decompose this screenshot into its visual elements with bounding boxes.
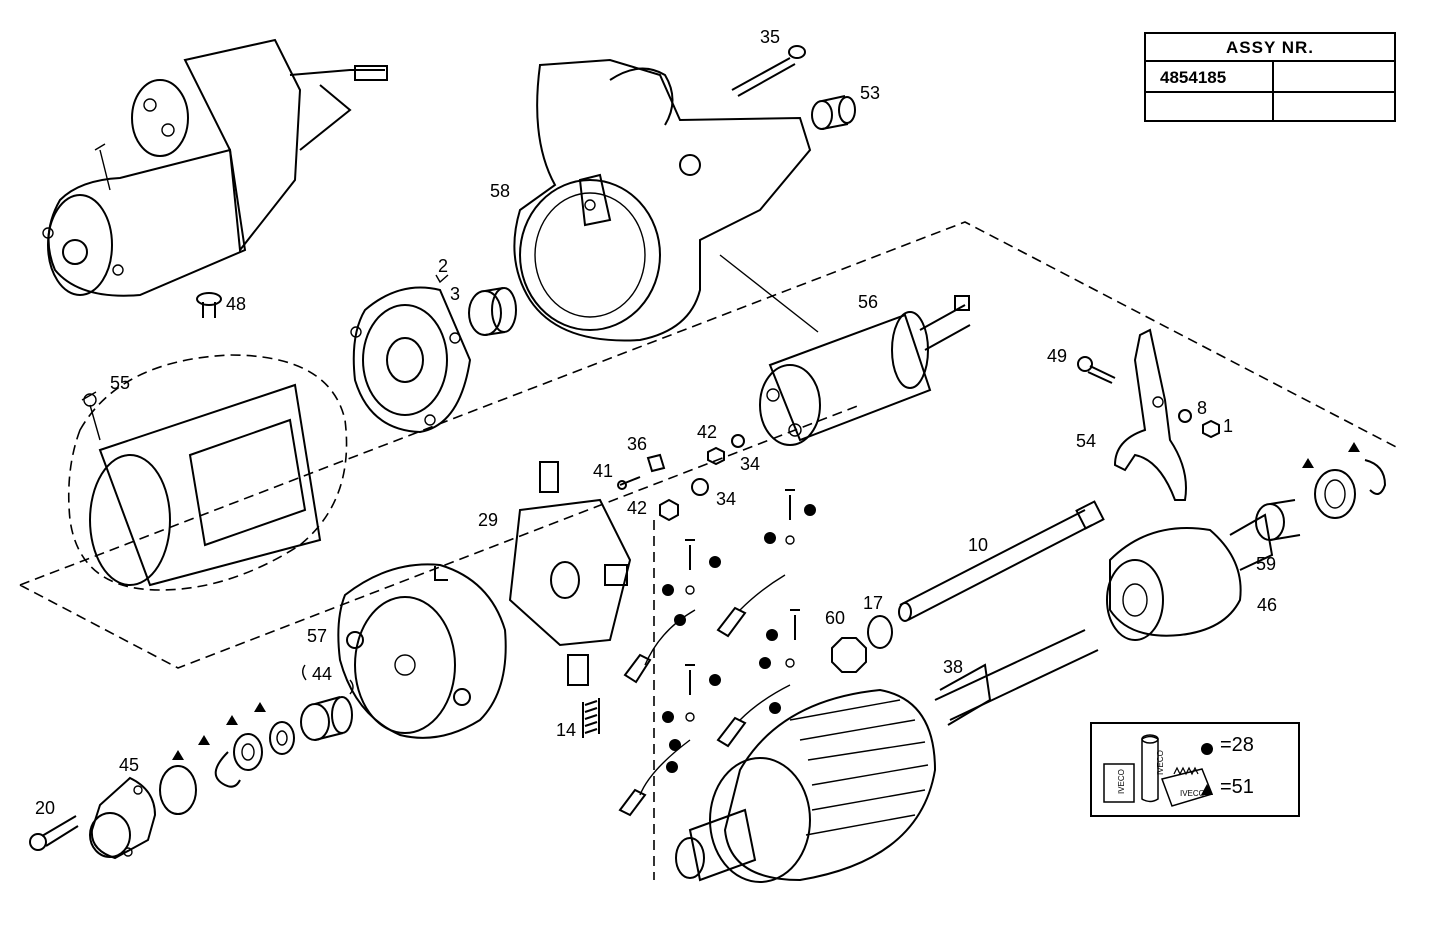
- part-44-bush: [300, 696, 353, 741]
- part-42-nut-upper: [707, 446, 725, 466]
- callout-10: 10: [968, 535, 988, 555]
- callout-45: 45: [119, 755, 139, 775]
- assembly-number: 4854185: [1146, 62, 1274, 91]
- starter-motor-assembly: [42, 38, 388, 297]
- callout-bracket-2-3: [435, 274, 449, 284]
- part-54-lever: [1113, 328, 1187, 501]
- callout-49: 49: [1047, 346, 1067, 366]
- part-3-bush: [468, 287, 517, 336]
- callout-60: 60: [825, 608, 845, 628]
- callout-17: 17: [863, 593, 883, 613]
- grease-dot-icon: [1201, 743, 1213, 755]
- part-8-washer: [1178, 409, 1192, 423]
- washer-a: [269, 721, 295, 755]
- callout-56: 56: [858, 292, 878, 312]
- part-56-solenoid: [719, 254, 971, 446]
- part-14-spring: [582, 698, 600, 738]
- bearing-ring: [1314, 469, 1356, 519]
- part-60-nut: [831, 637, 867, 673]
- assembly-table-header: ASSY NR.: [1146, 34, 1394, 62]
- callout-59: 59: [1256, 554, 1276, 574]
- part-48-screw: [196, 292, 222, 318]
- part-59-bush: [1255, 503, 1285, 541]
- snap-ring: [1364, 459, 1387, 495]
- callout-34-lower: 34: [716, 489, 736, 509]
- callout-44: 44: [312, 664, 332, 684]
- callout-57: 57: [307, 626, 327, 646]
- part-2-end-plate: [350, 286, 472, 434]
- assembly-table-empty-cell: [1274, 93, 1394, 122]
- callout-36: 36: [627, 434, 647, 454]
- brush-set: [618, 489, 800, 817]
- callout-bracket-57-44: [302, 664, 354, 695]
- part-36-clip: [646, 453, 666, 473]
- part-38-armature: [675, 629, 1099, 883]
- assembly-boundary: [19, 221, 1399, 880]
- callout-42-upper: 42: [697, 422, 717, 442]
- part-41-screw: [619, 476, 641, 486]
- consumables-legend: IVECO IVECO IVECO =28 =51: [1090, 722, 1300, 817]
- callout-8: 8: [1197, 398, 1207, 418]
- callout-14: 14: [556, 720, 576, 740]
- callout-34-upper: 34: [740, 454, 760, 474]
- callout-41: 41: [593, 461, 613, 481]
- svg-text:IVECO: IVECO: [1156, 750, 1165, 775]
- grease-dots: [662, 504, 816, 773]
- callout-35: 35: [760, 27, 780, 47]
- callout-38: 38: [943, 657, 963, 677]
- svg-text:IVECO: IVECO: [1117, 769, 1126, 794]
- c-ring: [214, 751, 241, 788]
- callout-42-lower: 42: [627, 498, 647, 518]
- part-20-screw: [29, 815, 79, 851]
- callout-53: 53: [860, 83, 880, 103]
- part-29-brush-plate: [508, 461, 632, 686]
- legend-dot-value: =28: [1220, 734, 1254, 756]
- assembly-table-row-1: 4854185: [1146, 62, 1394, 93]
- callout-54: 54: [1076, 431, 1096, 451]
- callout-48: 48: [226, 294, 246, 314]
- assembly-table-empty-cell: [1146, 93, 1274, 122]
- part-10-shaft: [898, 500, 1105, 622]
- callout-55: 55: [110, 373, 130, 393]
- part-55-field-frame: [67, 354, 348, 591]
- callout-1: 1: [1223, 416, 1233, 436]
- part-58-drive-housing: [513, 58, 812, 342]
- callout-29: 29: [478, 510, 498, 530]
- part-1-nut: [1202, 419, 1220, 439]
- washer-b: [233, 733, 263, 771]
- part-46-drive-pinion: [1106, 513, 1274, 641]
- part-42-nut-lower: [659, 498, 679, 522]
- o-ring: [159, 765, 197, 815]
- part-57-end-cover: [337, 563, 507, 739]
- assembly-number-table: ASSY NR. 4854185: [1144, 32, 1396, 122]
- part-45-end-cap: [89, 776, 157, 860]
- assembly-table-row-2: [1146, 93, 1394, 122]
- callout-46: 46: [1257, 595, 1277, 615]
- sealant-triangle-icon: [1201, 784, 1213, 795]
- svg-text:IVECO: IVECO: [1180, 789, 1205, 798]
- part-35-bolt: [731, 45, 806, 97]
- assembly-table-empty-cell: [1274, 62, 1394, 91]
- callout-20: 20: [35, 798, 55, 818]
- part-17-washer: [867, 615, 893, 649]
- callout-2: 2: [438, 256, 448, 276]
- part-53-bushing: [811, 95, 856, 130]
- part-34-washer-lower: [691, 478, 709, 496]
- legend-triangle-value: =51: [1220, 776, 1254, 798]
- callout-3: 3: [450, 284, 460, 304]
- callout-58: 58: [490, 181, 510, 201]
- grease-package-icon: IVECO IVECO IVECO: [1103, 734, 1214, 807]
- part-49-bolt: [1077, 356, 1116, 384]
- part-34-washer-upper: [731, 434, 745, 448]
